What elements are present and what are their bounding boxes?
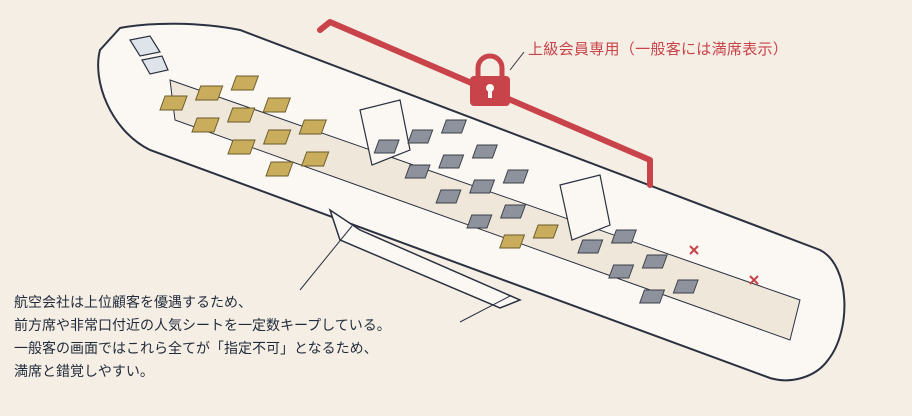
general-seat [608,264,635,279]
reserved-seat [230,75,260,91]
reserved-seat [298,119,328,135]
general-seat [469,179,496,194]
reserved-seat [532,224,559,239]
general-seat [373,139,400,154]
description-line: 一般客の画面ではこれら全てが「指定不可」となるため、 [14,341,378,357]
reserved-seat [265,161,294,177]
lock-leader-line [509,51,525,71]
reserved-seat [194,85,224,101]
cockpit-window [129,35,161,57]
general-seat [499,204,527,219]
general-seat [577,239,604,254]
general-seat-group-middle [373,119,529,229]
description-line: 前方席や非常口付近の人気シートを一定数キープしている。 [14,318,391,334]
general-seat [672,279,699,294]
lock-icon [470,53,510,106]
reserved-seat [262,129,292,145]
reserved-seat-group-front [159,75,330,177]
unavailable-x-icon [689,245,759,285]
description-line: 航空会社は上位顧客を優遇するため、 [14,295,252,311]
general-seat [502,169,529,184]
cockpit-window [141,55,169,75]
reserved-seat [300,151,330,167]
description-text: 航空会社は上位顧客を優遇するため、 前方席や非常口付近の人気シートを一定数キープ… [14,292,391,384]
reserved-seat [227,139,256,155]
general-seat [435,189,462,204]
general-seat [404,164,431,179]
desc-leader-line [459,295,511,323]
reserved-seat [499,234,526,249]
reserved-seat [262,97,292,113]
description-line: 満席と錯覚しやすい。 [14,364,154,380]
general-seat-group-rear [577,229,699,304]
reserved-seat [226,107,256,123]
reserved-seat [159,95,188,111]
general-seat [440,119,468,134]
general-seat [610,229,637,244]
cabin-partition [359,99,411,166]
general-seat [641,254,668,269]
reserved-seat-group-exit [499,224,559,249]
desc-leader-line [299,225,353,291]
general-seat [438,154,465,169]
general-seat [407,129,434,144]
lock-annotation-label: 上級会員専用（一般客には満席表示） [528,40,789,58]
general-seat [471,144,498,159]
general-seat [639,289,666,304]
general-seat [466,214,493,229]
reserved-seat [191,117,220,133]
wing [328,208,522,309]
cabin-partition [559,174,611,241]
